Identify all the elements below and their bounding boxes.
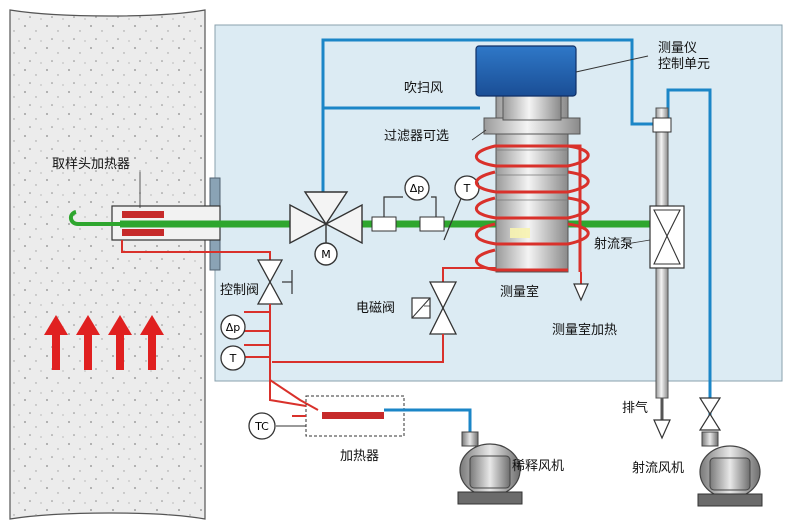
jet-fan	[697, 431, 763, 507]
dp-sensor-lower: Δp	[220, 314, 246, 340]
dilution-fan	[457, 431, 523, 505]
label-jet-pump: 射流泵	[594, 236, 633, 252]
lower-manifold	[244, 304, 319, 411]
solenoid-outlet-line	[272, 334, 444, 363]
t-sensor-lower: T	[220, 345, 246, 371]
label-probe-heater: 取样头加热器	[52, 157, 130, 172]
label-leaders	[139, 129, 651, 307]
stack-duct	[9, 9, 206, 520]
svg-text:T: T	[463, 182, 471, 195]
measurement-control-unit	[475, 45, 649, 97]
svg-text:T: T	[229, 352, 237, 365]
svg-text:M: M	[321, 248, 331, 261]
probe-heater-element	[122, 211, 164, 218]
heated-line	[121, 240, 271, 260]
svg-text:Δp: Δp	[226, 321, 241, 334]
jet-pump	[649, 107, 685, 399]
solenoid-valve	[411, 281, 458, 335]
heating-outlet-arrow	[573, 272, 589, 302]
label-filter-optional: 过滤器可选	[384, 129, 449, 144]
label-measure-chamber: 测量室	[500, 284, 539, 300]
label-purge-air: 吹扫风	[404, 81, 443, 96]
t-sensor-chamber: T	[443, 175, 480, 241]
tc-controller: TC	[248, 412, 306, 440]
label-heater: 加热器	[340, 449, 379, 464]
label-exhaust: 排气	[622, 400, 648, 416]
jet-fan-valve	[698, 397, 722, 431]
dp-sensor-chamber: Δp	[383, 175, 437, 217]
exhaust-arrow	[653, 398, 671, 440]
label-chamber-heating: 测量室加热	[552, 322, 617, 338]
motor-actuator: M	[314, 242, 338, 266]
label-solenoid-valve: 电磁阀	[356, 301, 395, 316]
inline-filter	[371, 216, 397, 232]
label-dilution-fan: 稀释风机	[512, 459, 564, 474]
label-measure-unit-1: 测量仪	[658, 41, 697, 56]
flow-up-arrows	[44, 315, 164, 370]
label-control-valve: 控制阀	[220, 283, 259, 298]
label-measure-unit-2: 控制单元	[658, 57, 710, 72]
three-way-valve	[289, 191, 363, 245]
diagram-labels: 测量仪 控制单元 吹扫风 过滤器可选 取样头加热器 射流泵 控制阀 电磁阀 测量…	[52, 41, 710, 476]
chamber-heating-coil	[474, 144, 590, 272]
dilution-heater	[269, 380, 472, 437]
label-jet-fan: 射流风机	[632, 460, 684, 476]
svg-text:TC: TC	[254, 420, 269, 433]
svg-text:Δp: Δp	[410, 182, 425, 195]
chamber-return-line	[442, 267, 496, 282]
